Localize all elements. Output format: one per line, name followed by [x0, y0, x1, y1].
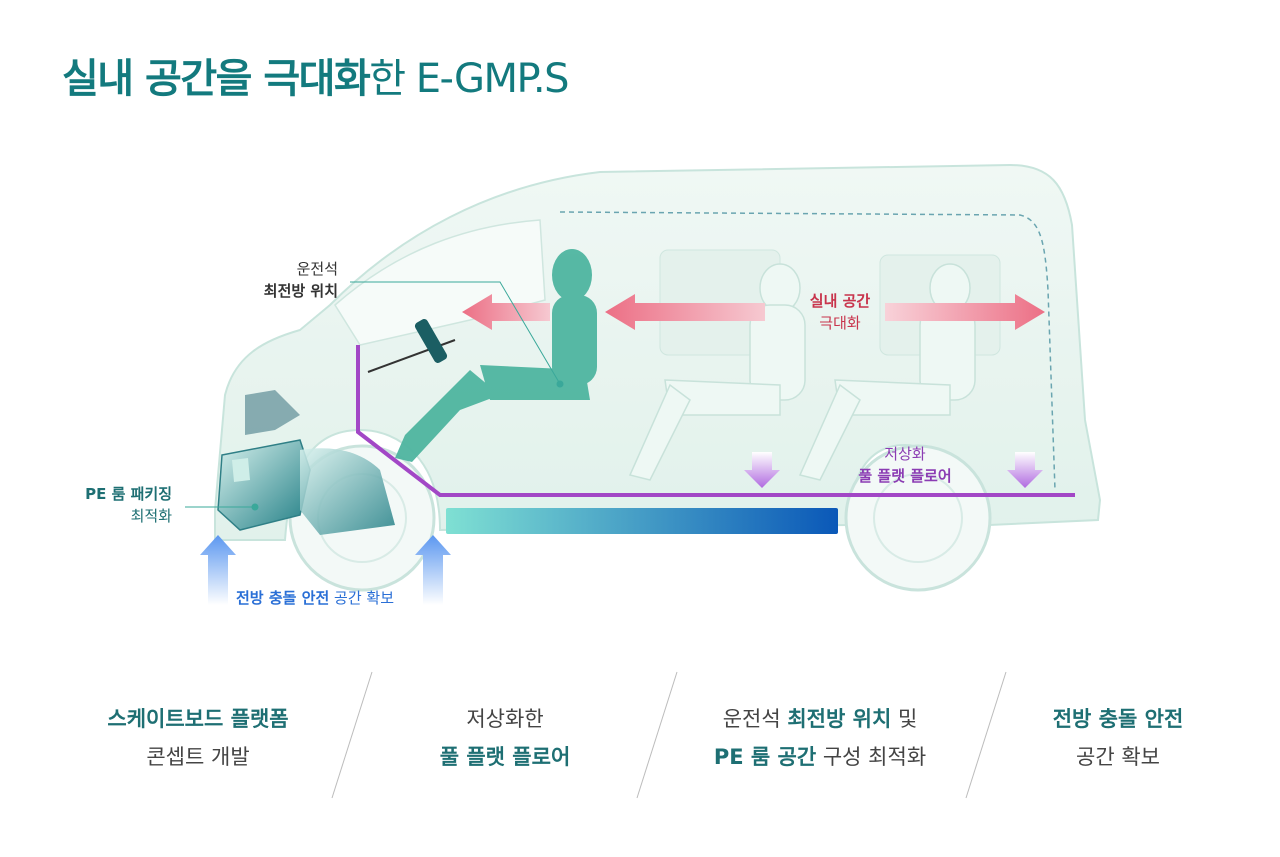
front-crash-arrows	[200, 535, 451, 605]
title-light: 한 E-GMP.S	[369, 56, 569, 102]
feature-driver-pe-line2-tail: 구성 최적화	[816, 745, 927, 769]
front-crash-plain: 공간 확보	[334, 589, 394, 607]
low-floor-label: 저상화 풀 플랫 플로어	[840, 443, 970, 487]
feature-crash-safety: 전방 충돌 안전 공간 확보	[958, 700, 1278, 776]
driver-position-line2: 최전방 위치	[263, 282, 338, 300]
feature-flat-floor: 저상화한 풀 플랫 플로어	[345, 700, 665, 776]
feature-flat-floor-line1: 저상화한	[466, 707, 544, 731]
feature-skateboard: 스케이트보드 플랫폼 콘셉트 개발	[38, 700, 358, 776]
driver-position-label: 운전석 최전방 위치	[230, 258, 338, 302]
separators	[331, 671, 1007, 799]
feature-crash-safety-line2: 공간 확보	[1076, 745, 1160, 769]
feature-driver-pe-line1-tail: 및	[891, 707, 918, 731]
feature-skateboard-line1: 스케이트보드 플랫폼	[107, 707, 289, 731]
feature-skateboard-line2: 콘셉트 개발	[146, 745, 250, 769]
floor-line	[356, 345, 1075, 497]
pe-room-label: PE 룸 패키징 최적화	[60, 483, 172, 527]
low-floor-line2: 풀 플랫 플로어	[858, 467, 952, 485]
driver-position-line1: 운전석	[296, 260, 338, 278]
page-title: 실내 공간을 극대화한 E-GMP.S	[62, 46, 569, 104]
feature-flat-floor-line2: 풀 플랫 플로어	[439, 745, 571, 769]
interior-space-line1: 실내 공간	[809, 292, 871, 310]
rear-wheel	[844, 444, 992, 592]
front-crash-bold: 전방 충돌 안전	[236, 589, 330, 607]
pe-room-line1: PE 룸 패키징	[85, 485, 172, 503]
interior-space-line2: 극대화	[819, 314, 861, 332]
pe-room-line2: 최적화	[130, 507, 172, 525]
front-crash-label: 전방 충돌 안전 공간 확보	[236, 587, 394, 609]
feature-driver-pe: 운전석 최전방 위치 및 PE 룸 공간 구성 최적화	[660, 700, 980, 776]
battery-icon	[446, 508, 838, 534]
feature-driver-pe-line1-bold: 최전방 위치	[787, 707, 892, 731]
feature-driver-pe-line1-plain: 운전석	[722, 707, 788, 731]
interior-space-label: 실내 공간 극대화	[790, 290, 890, 334]
feature-driver-pe-line2-bold: PE 룸 공간	[713, 745, 817, 769]
low-floor-line1: 저상화	[884, 445, 926, 463]
feature-crash-safety-line1: 전방 충돌 안전	[1052, 707, 1184, 731]
steering-wheel-icon	[367, 319, 456, 373]
roof-dashed-line	[559, 211, 1056, 491]
interior-expand-arrows	[462, 294, 1045, 330]
pe-room-components	[217, 390, 395, 535]
driver-figure	[395, 249, 597, 462]
seat-icon	[628, 263, 976, 481]
leader-lines	[185, 281, 564, 511]
title-bold: 실내 공간을 극대화	[62, 56, 371, 102]
low-floor-arrows	[744, 452, 1043, 488]
